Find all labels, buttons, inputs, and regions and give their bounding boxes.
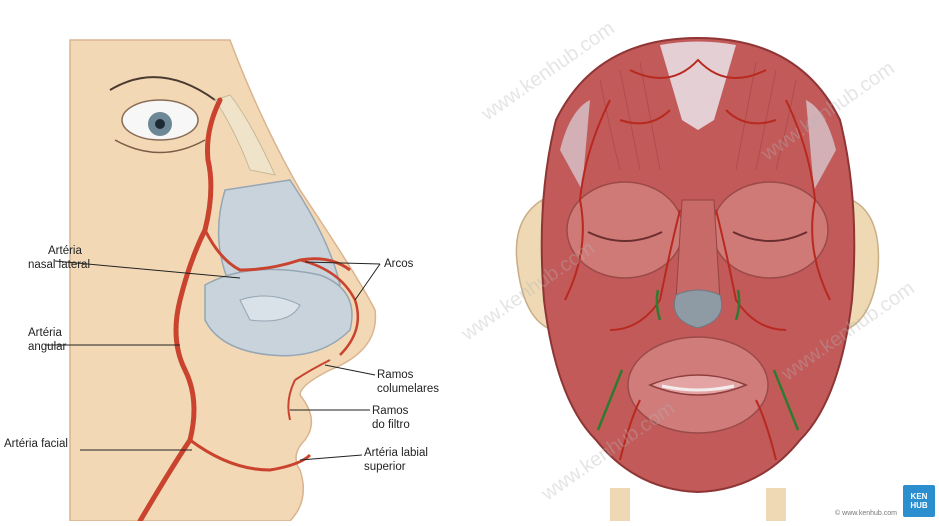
eye-pupil [155, 119, 165, 129]
label-filtro-line1: Ramos [372, 404, 410, 418]
label-arteria-facial: Artéria facial [4, 437, 68, 451]
face-muscles-illustration: www.kenhub.com www.kenhub.com www.kenhub… [470, 0, 939, 521]
label-arteria-angular: Artéria angular [28, 326, 66, 354]
label-arteria-labial-superior: Artéria labial superior [364, 446, 428, 474]
logo-line2: HUB [903, 501, 935, 510]
nasal-muscle [676, 200, 720, 300]
neck-right [766, 488, 786, 521]
label-labial-line1: Artéria labial [364, 446, 428, 460]
logo-line1: KEN [903, 492, 935, 501]
label-arcos: Arcos [384, 257, 413, 271]
label-nasal-lateral-line1: Artéria [28, 244, 90, 258]
label-angular-line2: angular [28, 340, 66, 354]
neck-left [610, 488, 630, 521]
label-filtro-line2: do filtro [372, 418, 410, 432]
label-ramos-columelares: Ramos columelares [377, 368, 439, 396]
label-ramos-do-filtro: Ramos do filtro [372, 404, 410, 432]
leader-columelares [325, 365, 375, 375]
label-nasal-lateral-line2: nasal lateral [28, 258, 90, 272]
label-arteria-nasal-lateral: Artéria nasal lateral [28, 244, 90, 272]
label-labial-line2: superior [364, 460, 428, 474]
label-angular-line1: Artéria [28, 326, 66, 340]
label-columelares-line1: Ramos [377, 368, 439, 382]
kenhub-logo: KEN HUB [903, 485, 935, 517]
copyright-credit: © www.kenhub.com [835, 510, 897, 517]
label-columelares-line2: columelares [377, 382, 439, 396]
nose-sagittal-illustration: Artéria nasal lateral Artéria angular Ar… [0, 0, 470, 521]
